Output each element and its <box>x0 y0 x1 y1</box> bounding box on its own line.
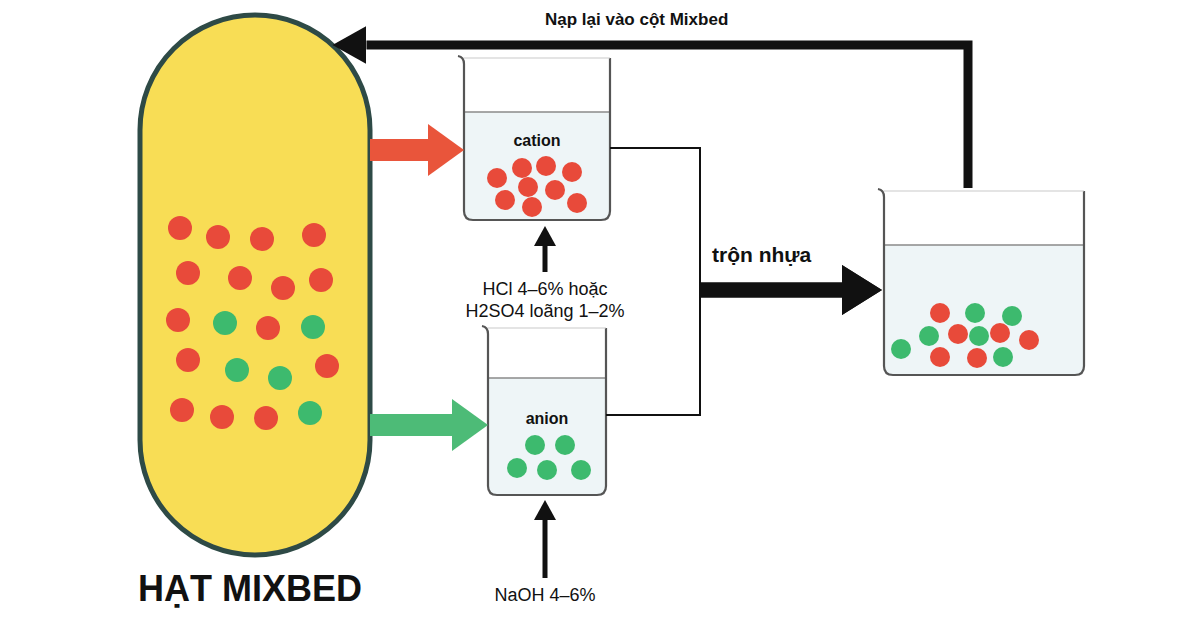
water-fill <box>884 245 1084 375</box>
cation-bead <box>176 261 200 285</box>
cation-bead <box>518 177 538 197</box>
node-shape <box>140 15 370 555</box>
connector-line <box>610 148 700 290</box>
connector-line <box>366 45 968 188</box>
anion-bead <box>993 347 1013 367</box>
cation-bead <box>271 276 295 300</box>
cation-bead <box>512 158 532 178</box>
flow-connector <box>370 150 428 151</box>
mixbed-column: HẠT MIXBED <box>140 15 370 555</box>
water-fill <box>464 112 610 220</box>
anion-beaker: anion <box>482 325 612 495</box>
connector-line <box>370 414 452 436</box>
anion-bead <box>225 358 249 382</box>
anion-bead <box>919 326 939 346</box>
cation-bead <box>228 266 252 290</box>
water-line <box>884 244 1084 246</box>
cation-bead <box>930 347 950 367</box>
anion-bead <box>537 460 557 480</box>
water-fill <box>488 378 606 495</box>
beaker-label: anion <box>482 409 612 428</box>
flow-connector <box>370 425 452 426</box>
cation-bead <box>206 225 230 249</box>
anion-bead <box>969 326 989 346</box>
connector-line <box>606 290 700 415</box>
beaker-outline <box>878 189 1084 375</box>
connector-line <box>370 139 428 161</box>
column-outline <box>140 15 370 555</box>
cation-bead <box>930 303 950 323</box>
anion-bead <box>965 303 985 323</box>
cation-bead <box>545 180 565 200</box>
resin-beads-column <box>166 216 339 430</box>
cation-bead <box>254 406 278 430</box>
cation-bead <box>562 162 582 182</box>
cation-beaker: cation <box>458 55 616 220</box>
anion-bead <box>1002 306 1022 326</box>
anion-bead <box>298 401 322 425</box>
reagent-arrow <box>543 246 548 272</box>
cation-bead <box>168 216 192 240</box>
cation-bead <box>166 308 190 332</box>
anion-bead <box>268 366 292 390</box>
water-line <box>488 377 606 379</box>
beaker-rim <box>464 57 610 58</box>
cation-bead <box>315 354 339 378</box>
edge-label: trộn nhựa <box>712 242 872 267</box>
anion-bead <box>891 339 911 359</box>
cation-bead <box>250 227 274 251</box>
anion-bead <box>301 315 325 339</box>
cation-bead <box>176 348 200 372</box>
connector-line <box>699 283 842 298</box>
beaker-label: cation <box>458 131 616 150</box>
anion-bead <box>213 311 237 335</box>
reagent-note: NaOH 4–6% <box>445 585 645 607</box>
cation-bead <box>309 268 333 292</box>
cation-bead <box>948 324 968 344</box>
cation-bead <box>302 223 326 247</box>
reagent-arrow <box>543 520 548 578</box>
cation-bead <box>210 405 234 429</box>
flow-connector <box>366 45 968 188</box>
beaker-rim <box>488 327 606 328</box>
node-shape <box>878 188 1090 375</box>
cation-bead <box>495 190 515 210</box>
reagent-note: HCl 4–6% hoặc H2SO4 loãng 1–2% <box>457 279 633 322</box>
resin-beads-mixed <box>891 303 1039 368</box>
cation-bead <box>256 316 280 340</box>
anion-bead <box>571 460 591 480</box>
cation-bead <box>567 193 587 213</box>
anion-bead <box>555 435 575 455</box>
cation-bead <box>487 168 507 188</box>
beaker-rim <box>884 190 1084 191</box>
cation-bead <box>1019 330 1039 350</box>
resin-beads-anion <box>507 435 591 480</box>
column-title: HẠT MIXBED <box>138 567 458 610</box>
flow-connector <box>606 290 842 415</box>
flow-connector <box>610 148 842 290</box>
resin-beads-cation <box>487 156 587 217</box>
cation-bead <box>170 398 194 422</box>
anion-bead <box>525 435 545 455</box>
cation-bead <box>536 156 556 176</box>
cation-bead <box>522 197 542 217</box>
edge-label: Nạp lại vào cột Mixbed <box>545 10 845 30</box>
cation-bead <box>967 348 987 368</box>
anion-bead <box>507 458 527 478</box>
cation-bead <box>990 323 1010 343</box>
mixed-beaker <box>878 188 1090 375</box>
connector-line <box>699 283 842 298</box>
water-line <box>464 111 610 113</box>
